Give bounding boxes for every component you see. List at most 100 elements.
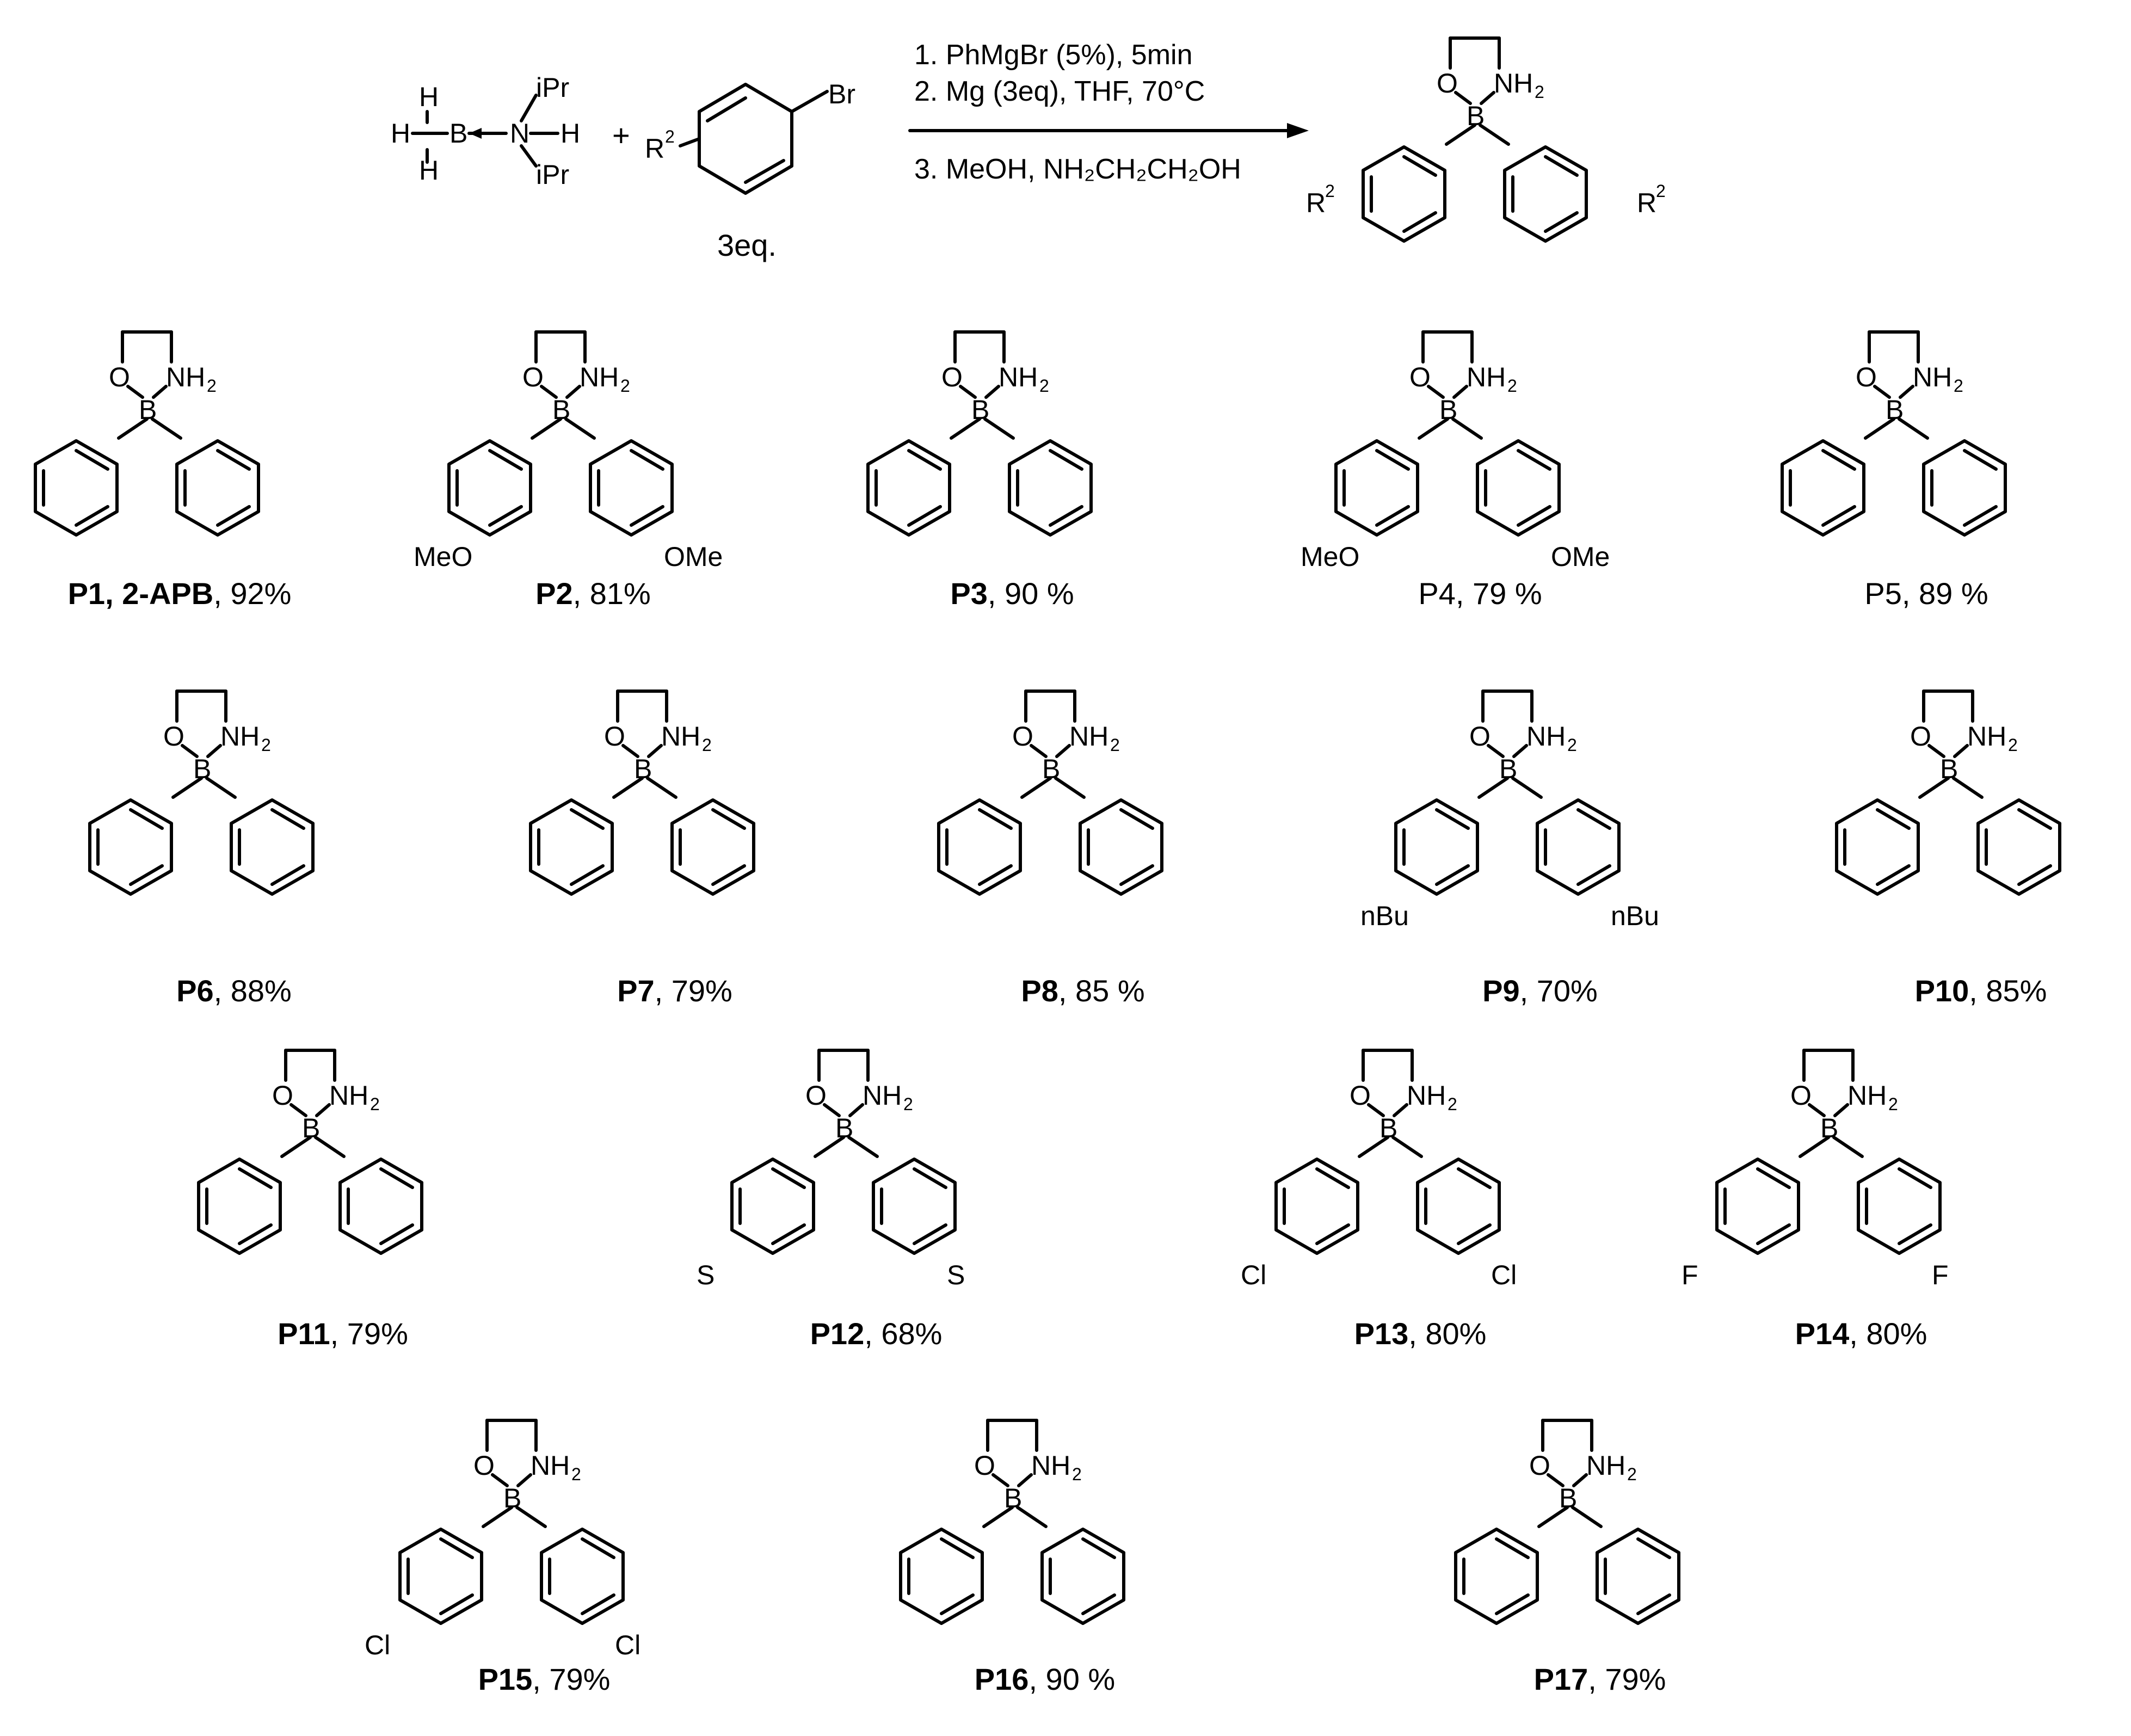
product-caption-p14: P14, 80% xyxy=(1795,1316,1927,1351)
product-yield: , 70% xyxy=(1520,974,1598,1008)
amine-borane-reagent: H H H B N H iPr iPr xyxy=(391,72,580,190)
bromine-label: Br xyxy=(828,79,855,109)
product-caption-p12: P12, 68% xyxy=(810,1316,943,1351)
product-id: P8 xyxy=(1021,974,1058,1008)
r2-superscript: 2 xyxy=(1325,181,1335,201)
r2-superscript: 2 xyxy=(665,127,675,146)
h-atom: H xyxy=(561,118,580,149)
product-yield: , 80% xyxy=(1408,1316,1486,1351)
substituent-label-left: MeO xyxy=(414,541,472,572)
n-atom: N xyxy=(510,118,529,149)
h-atom: H xyxy=(419,155,439,186)
product-id: P5 xyxy=(1864,576,1902,611)
condition-step-1: 1. PhMgBr (5%), 5min xyxy=(914,39,1193,71)
product-id: P13 xyxy=(1354,1316,1409,1351)
ipr-label: iPr xyxy=(536,159,569,190)
substituent-label-right: Cl xyxy=(615,1630,640,1660)
substituent-label-right: OMe xyxy=(1551,541,1610,572)
product-caption-p7: P7, 79% xyxy=(617,974,732,1008)
product-yield: , 68% xyxy=(864,1316,942,1351)
product-structure-p8 xyxy=(939,691,1162,894)
substituent-label-right: OMe xyxy=(664,541,723,572)
product-id: P7 xyxy=(617,974,655,1008)
product-id: P1, 2-APB xyxy=(68,576,214,611)
r2-substituent: R xyxy=(1306,188,1326,218)
product-structure-p16 xyxy=(901,1420,1124,1623)
r2-superscript: 2 xyxy=(1656,181,1666,201)
product-caption-p6: P6, 88% xyxy=(176,974,292,1008)
product-caption-p5: P5, 89 % xyxy=(1864,576,1988,611)
product-id: P12 xyxy=(810,1316,865,1351)
product-structure-p9: nBu nBu xyxy=(1360,691,1659,931)
product-yield: , 90 % xyxy=(1028,1662,1115,1696)
substituent-label-left: Cl xyxy=(1241,1260,1266,1290)
product-yield: , 85% xyxy=(1969,974,2047,1008)
condition-step-2: 2. Mg (3eq), THF, 70°C xyxy=(914,76,1205,107)
product-caption-p1: P1, 2-APB, 92% xyxy=(68,576,292,611)
product-caption-p8: P8, 85 % xyxy=(1021,974,1144,1008)
arrow-head xyxy=(1287,123,1309,138)
product-caption-p3: P3, 90 % xyxy=(950,576,1074,611)
substituent-label-left: Cl xyxy=(365,1630,390,1660)
product-structure-p7 xyxy=(531,691,754,894)
product-id: P15 xyxy=(478,1662,533,1696)
equiv-label: 3eq. xyxy=(717,228,777,262)
product-yield: , 79% xyxy=(1588,1662,1666,1696)
aryl-bromide-reagent: Br R 2 3eq. xyxy=(645,79,855,262)
substituent-label-right: nBu xyxy=(1611,901,1659,931)
product-caption-p9: P9, 70% xyxy=(1482,974,1598,1008)
product-caption-p2: P2, 81% xyxy=(535,576,651,611)
product-structure-p6 xyxy=(90,691,313,894)
ipr-label: iPr xyxy=(536,72,569,103)
product-caption-p17: P17, 79% xyxy=(1534,1662,1666,1696)
product-structure-p5 xyxy=(1782,332,2005,535)
product-structure-p11 xyxy=(199,1050,422,1253)
product-caption-p15: P15, 79% xyxy=(478,1662,611,1696)
product-structure-p2: MeO OMe xyxy=(414,332,723,572)
h-atom: H xyxy=(391,118,410,149)
product-caption-p4: P4, 79 % xyxy=(1418,576,1542,611)
product-id: P10 xyxy=(1915,974,1969,1008)
product-yield: , 89 % xyxy=(1902,576,1988,611)
product-yield: , 79% xyxy=(532,1662,610,1696)
product-structure-p3 xyxy=(868,332,1091,535)
substituent-label-right: Cl xyxy=(1491,1260,1517,1290)
substituent-label-left: MeO xyxy=(1301,541,1359,572)
product-yield: , 79 % xyxy=(1456,576,1542,611)
substituent-label-right: S xyxy=(947,1260,965,1290)
product-id: P14 xyxy=(1795,1316,1850,1351)
product-caption-p13: P13, 80% xyxy=(1354,1316,1487,1351)
product-id: P16 xyxy=(975,1662,1029,1696)
product-id: P4 xyxy=(1418,576,1456,611)
substituent-label-left: nBu xyxy=(1360,901,1409,931)
h-atom: H xyxy=(419,82,439,112)
product-id: P17 xyxy=(1534,1662,1588,1696)
product-caption-p16: P16, 90 % xyxy=(975,1662,1115,1696)
plus-sign: + xyxy=(612,118,630,152)
product-yield: , 88% xyxy=(214,974,292,1008)
product-id: P11 xyxy=(278,1316,330,1351)
product-structure-p17 xyxy=(1456,1420,1679,1623)
condition-step-3: 3. MeOH, NH₂CH₂CH₂OH xyxy=(914,153,1241,185)
product-yield: , 92% xyxy=(213,576,291,611)
product-structure-p15: Cl Cl xyxy=(365,1420,640,1660)
product-yield: , 80% xyxy=(1849,1316,1927,1351)
product-caption-p10: P10, 85% xyxy=(1915,974,2047,1008)
product-structure-p4: MeO OMe xyxy=(1301,332,1610,572)
product-caption-p11: P11, 79% xyxy=(278,1316,408,1351)
general-product: R 2 R 2 xyxy=(1306,38,1666,241)
substituent-label-right: F xyxy=(1932,1260,1949,1290)
substituent-label-left: F xyxy=(1682,1260,1698,1290)
product-id: P6 xyxy=(176,974,214,1008)
product-yield: , 90 % xyxy=(988,576,1074,611)
product-yield: , 79% xyxy=(655,974,732,1008)
product-id: P3 xyxy=(950,576,988,611)
r2-substituent: R xyxy=(645,133,664,164)
reaction-conditions: 1. PhMgBr (5%), 5min 2. Mg (3eq), THF, 7… xyxy=(908,39,1309,185)
product-yield: , 81% xyxy=(573,576,651,611)
product-id: P9 xyxy=(1482,974,1520,1008)
r2-substituent: R xyxy=(1637,188,1656,218)
